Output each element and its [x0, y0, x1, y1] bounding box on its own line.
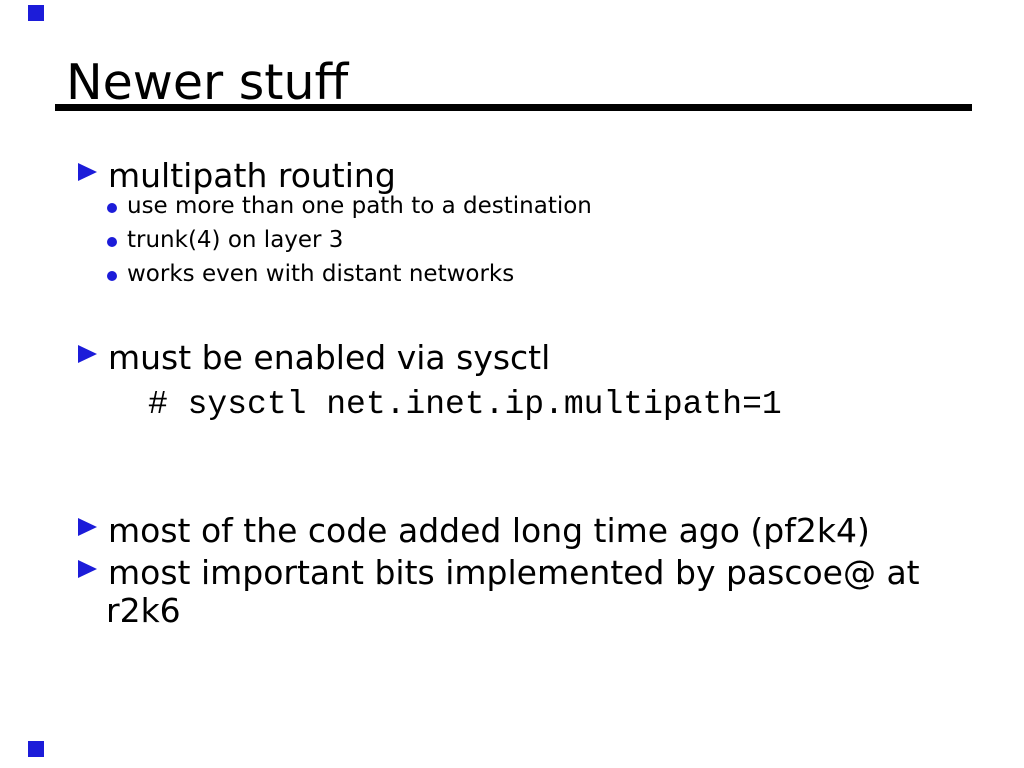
bullet-item-important-bits: most important bits implemented by pasco…: [108, 553, 920, 592]
bottom-left-corner-square-icon: [28, 741, 44, 757]
bullet-triangle-icon: [78, 518, 97, 536]
bullet-dot-icon: [107, 203, 117, 213]
title-underline-rule: [55, 104, 972, 111]
bullet-triangle-icon: [78, 163, 97, 181]
bullet-item-code-added: most of the code added long time ago (pf…: [108, 511, 870, 550]
bullet-item-multipath-routing: multipath routing: [108, 156, 396, 195]
bullet-item-sysctl: must be enabled via sysctl: [108, 338, 551, 377]
bullet-dot-icon: [107, 237, 117, 247]
bullet-item-important-bits-continuation: r2k6: [106, 591, 181, 630]
sub-bullet-item: trunk(4) on layer 3: [127, 227, 344, 253]
bullet-dot-icon: [107, 271, 117, 281]
top-left-corner-square-icon: [28, 5, 44, 21]
slide-title: Newer stuff: [66, 54, 349, 111]
sub-bullet-item: works even with distant networks: [127, 261, 515, 287]
sub-bullet-item: use more than one path to a destination: [127, 193, 592, 219]
sysctl-command-code: # sysctl net.inet.ip.multipath=1: [148, 386, 782, 423]
bullet-triangle-icon: [78, 345, 97, 363]
bullet-triangle-icon: [78, 560, 97, 578]
